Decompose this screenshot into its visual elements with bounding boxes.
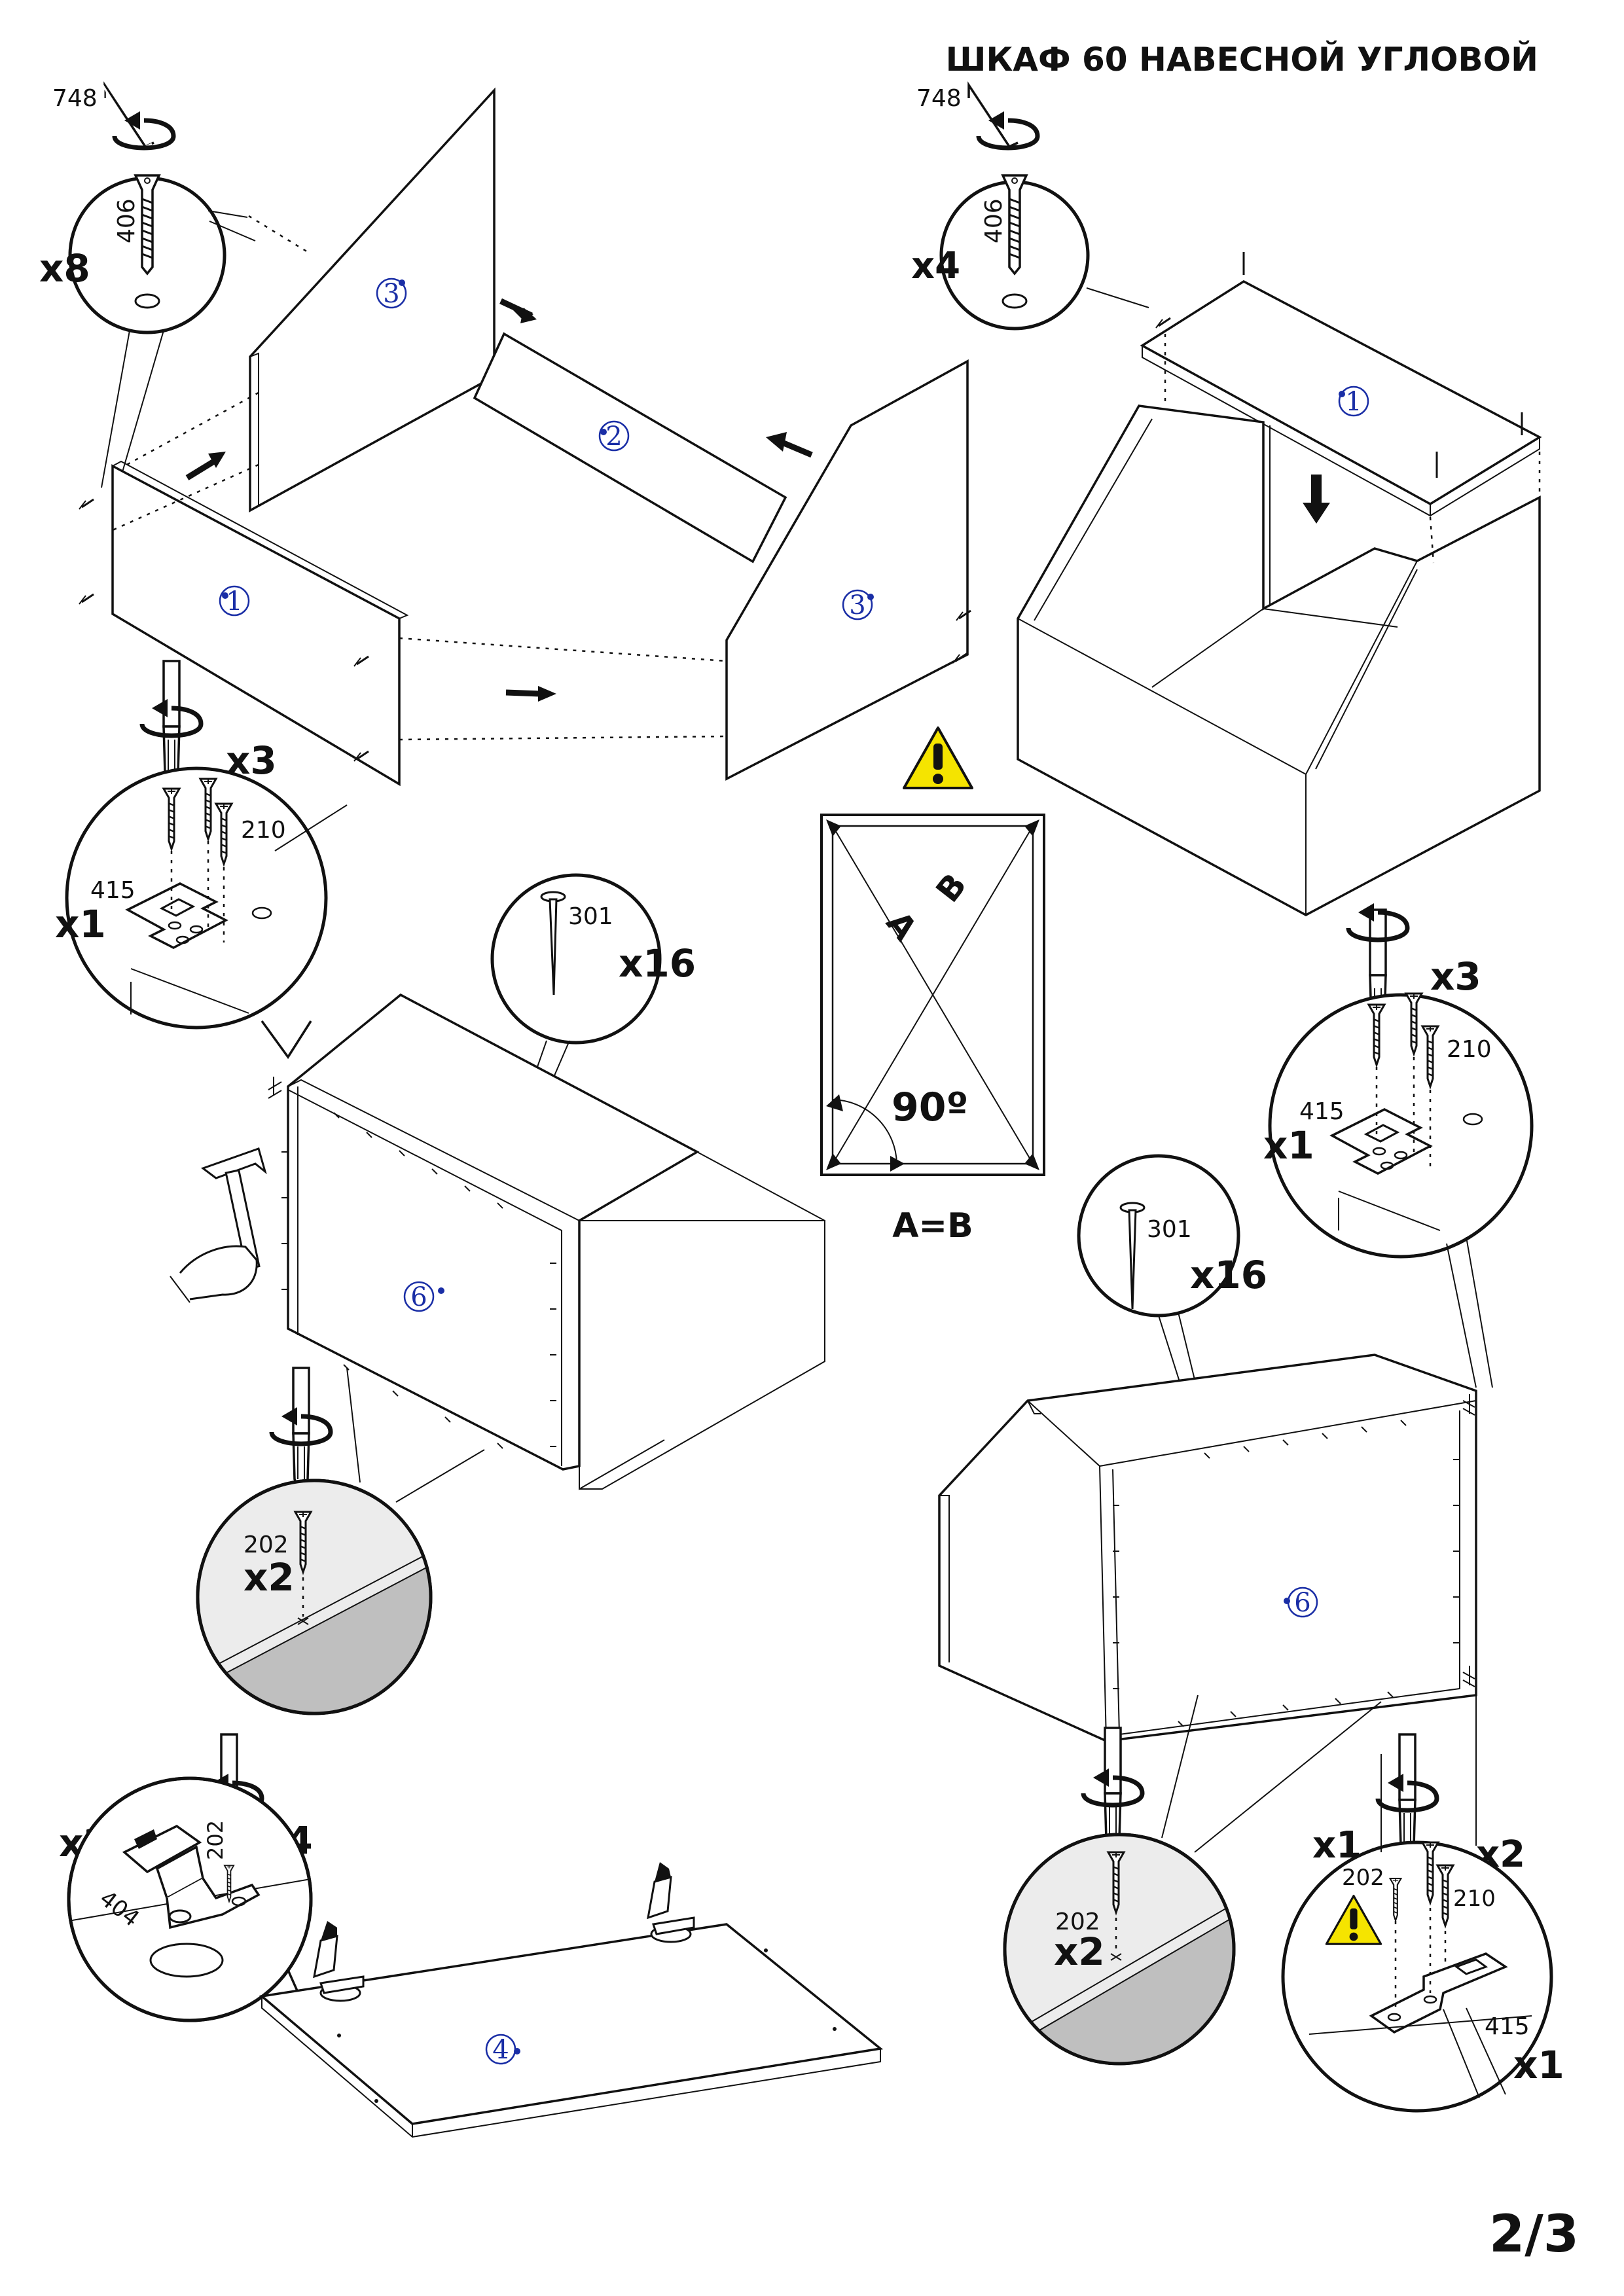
screw-icon [78, 593, 95, 605]
step-back-panel-right: x3 210 415 x1 301 x16 6 [938, 903, 1564, 2113]
qty-x16-b: x16 [1190, 1253, 1267, 1297]
screw-number-202a: 202 [244, 1532, 289, 1558]
hex-key-icon [967, 81, 1019, 149]
part-number-2: 2 [605, 422, 622, 452]
plate-number-415b: 415 [1299, 1098, 1344, 1125]
panel-1-bottom [111, 464, 401, 787]
qty-x4: x4 [911, 245, 960, 287]
screw-number-210b: 210 [1447, 1036, 1492, 1063]
confirmat-number-b: 406 [981, 198, 1007, 243]
qty-x2-a: x2 [244, 1555, 295, 1600]
confirmat-number: 406 [113, 198, 140, 243]
page-title: ШКАФ 60 НАВЕСНОЙ УГЛОВОЙ [946, 40, 1538, 79]
nail-number-b: 301 [1147, 1216, 1192, 1243]
cabinet-right [938, 1354, 1477, 1742]
part-number-3a: 3 [383, 279, 399, 309]
callout-circle [490, 873, 662, 1045]
screw-number-202b: 202 [1055, 1909, 1100, 1935]
panel-4-door [259, 1923, 884, 2125]
hinge-icon [122, 1824, 261, 1929]
corner-plate-icon [1369, 1952, 1508, 2034]
hinge-icon [313, 1862, 695, 1994]
step-door-hinges: x2 x4 202 404 4 [59, 1733, 884, 2138]
panel-3-left [249, 87, 496, 512]
qty-x16-a: x16 [619, 941, 696, 986]
squareness-check: A B 90º A=B [820, 726, 1045, 1246]
part-number-6b: 6 [1294, 1588, 1310, 1618]
screw-number-202d: 202 [203, 1820, 228, 1860]
hex-key-icon [102, 81, 154, 149]
nail-icon [1119, 1202, 1146, 1310]
panel-2-shelf [473, 332, 787, 564]
page-number: 2/3 [1489, 2205, 1579, 2264]
panel-3-right [725, 359, 969, 781]
rotate-arrow-icon [979, 111, 1038, 148]
hinge-screws [268, 1077, 282, 1099]
step-top-panel: 748 406 x4 1 [911, 81, 1542, 916]
screw-number-202c: 202 [1342, 1865, 1384, 1891]
hex-key-number: 748 [52, 85, 98, 112]
part-number-3b: 3 [849, 590, 865, 620]
qty-x3-b: x3 [1430, 954, 1481, 999]
screwdriver-icon [162, 660, 181, 788]
screw-number-210c: 210 [1453, 1886, 1496, 1912]
nail-icon [540, 891, 566, 996]
screwdriver-icon [292, 1367, 310, 1495]
plate-number-415a: 415 [90, 877, 135, 904]
step-frame-assembly: 748 406 x8 3 2 1 3 [39, 81, 972, 787]
cabinet-left [287, 993, 700, 1471]
equality-label: A=B [892, 1206, 973, 1246]
qty-x1-b: x1 [1263, 1123, 1314, 1168]
angle-label: 90º [892, 1085, 968, 1130]
callout-circle [1281, 1840, 1553, 2113]
qty-x8: x8 [39, 246, 90, 291]
part-number-4: 4 [492, 2035, 509, 2065]
part-number-1b: 1 [1345, 387, 1362, 417]
qty-x1-a: x1 [55, 902, 106, 946]
screw-icon [1155, 317, 1172, 329]
plate-number-415c: 415 [1485, 2013, 1530, 2040]
screw-icon [78, 498, 95, 511]
hinge-screws [1462, 1394, 1475, 1687]
hammer-icon [170, 1147, 267, 1303]
qty-x2-b: x2 [1054, 1929, 1105, 1974]
nail-number-a: 301 [568, 903, 613, 930]
warning-icon [903, 726, 973, 789]
hex-key-number-b: 748 [916, 85, 962, 112]
step-back-panel-left: x3 210 415 x1 301 x16 6 [55, 660, 825, 1715]
part-number-6a: 6 [410, 1282, 427, 1312]
screw-number-210a: 210 [241, 817, 286, 844]
part-number-1a: 1 [226, 586, 242, 617]
qty-x1-d: x1 [1513, 2043, 1564, 2087]
